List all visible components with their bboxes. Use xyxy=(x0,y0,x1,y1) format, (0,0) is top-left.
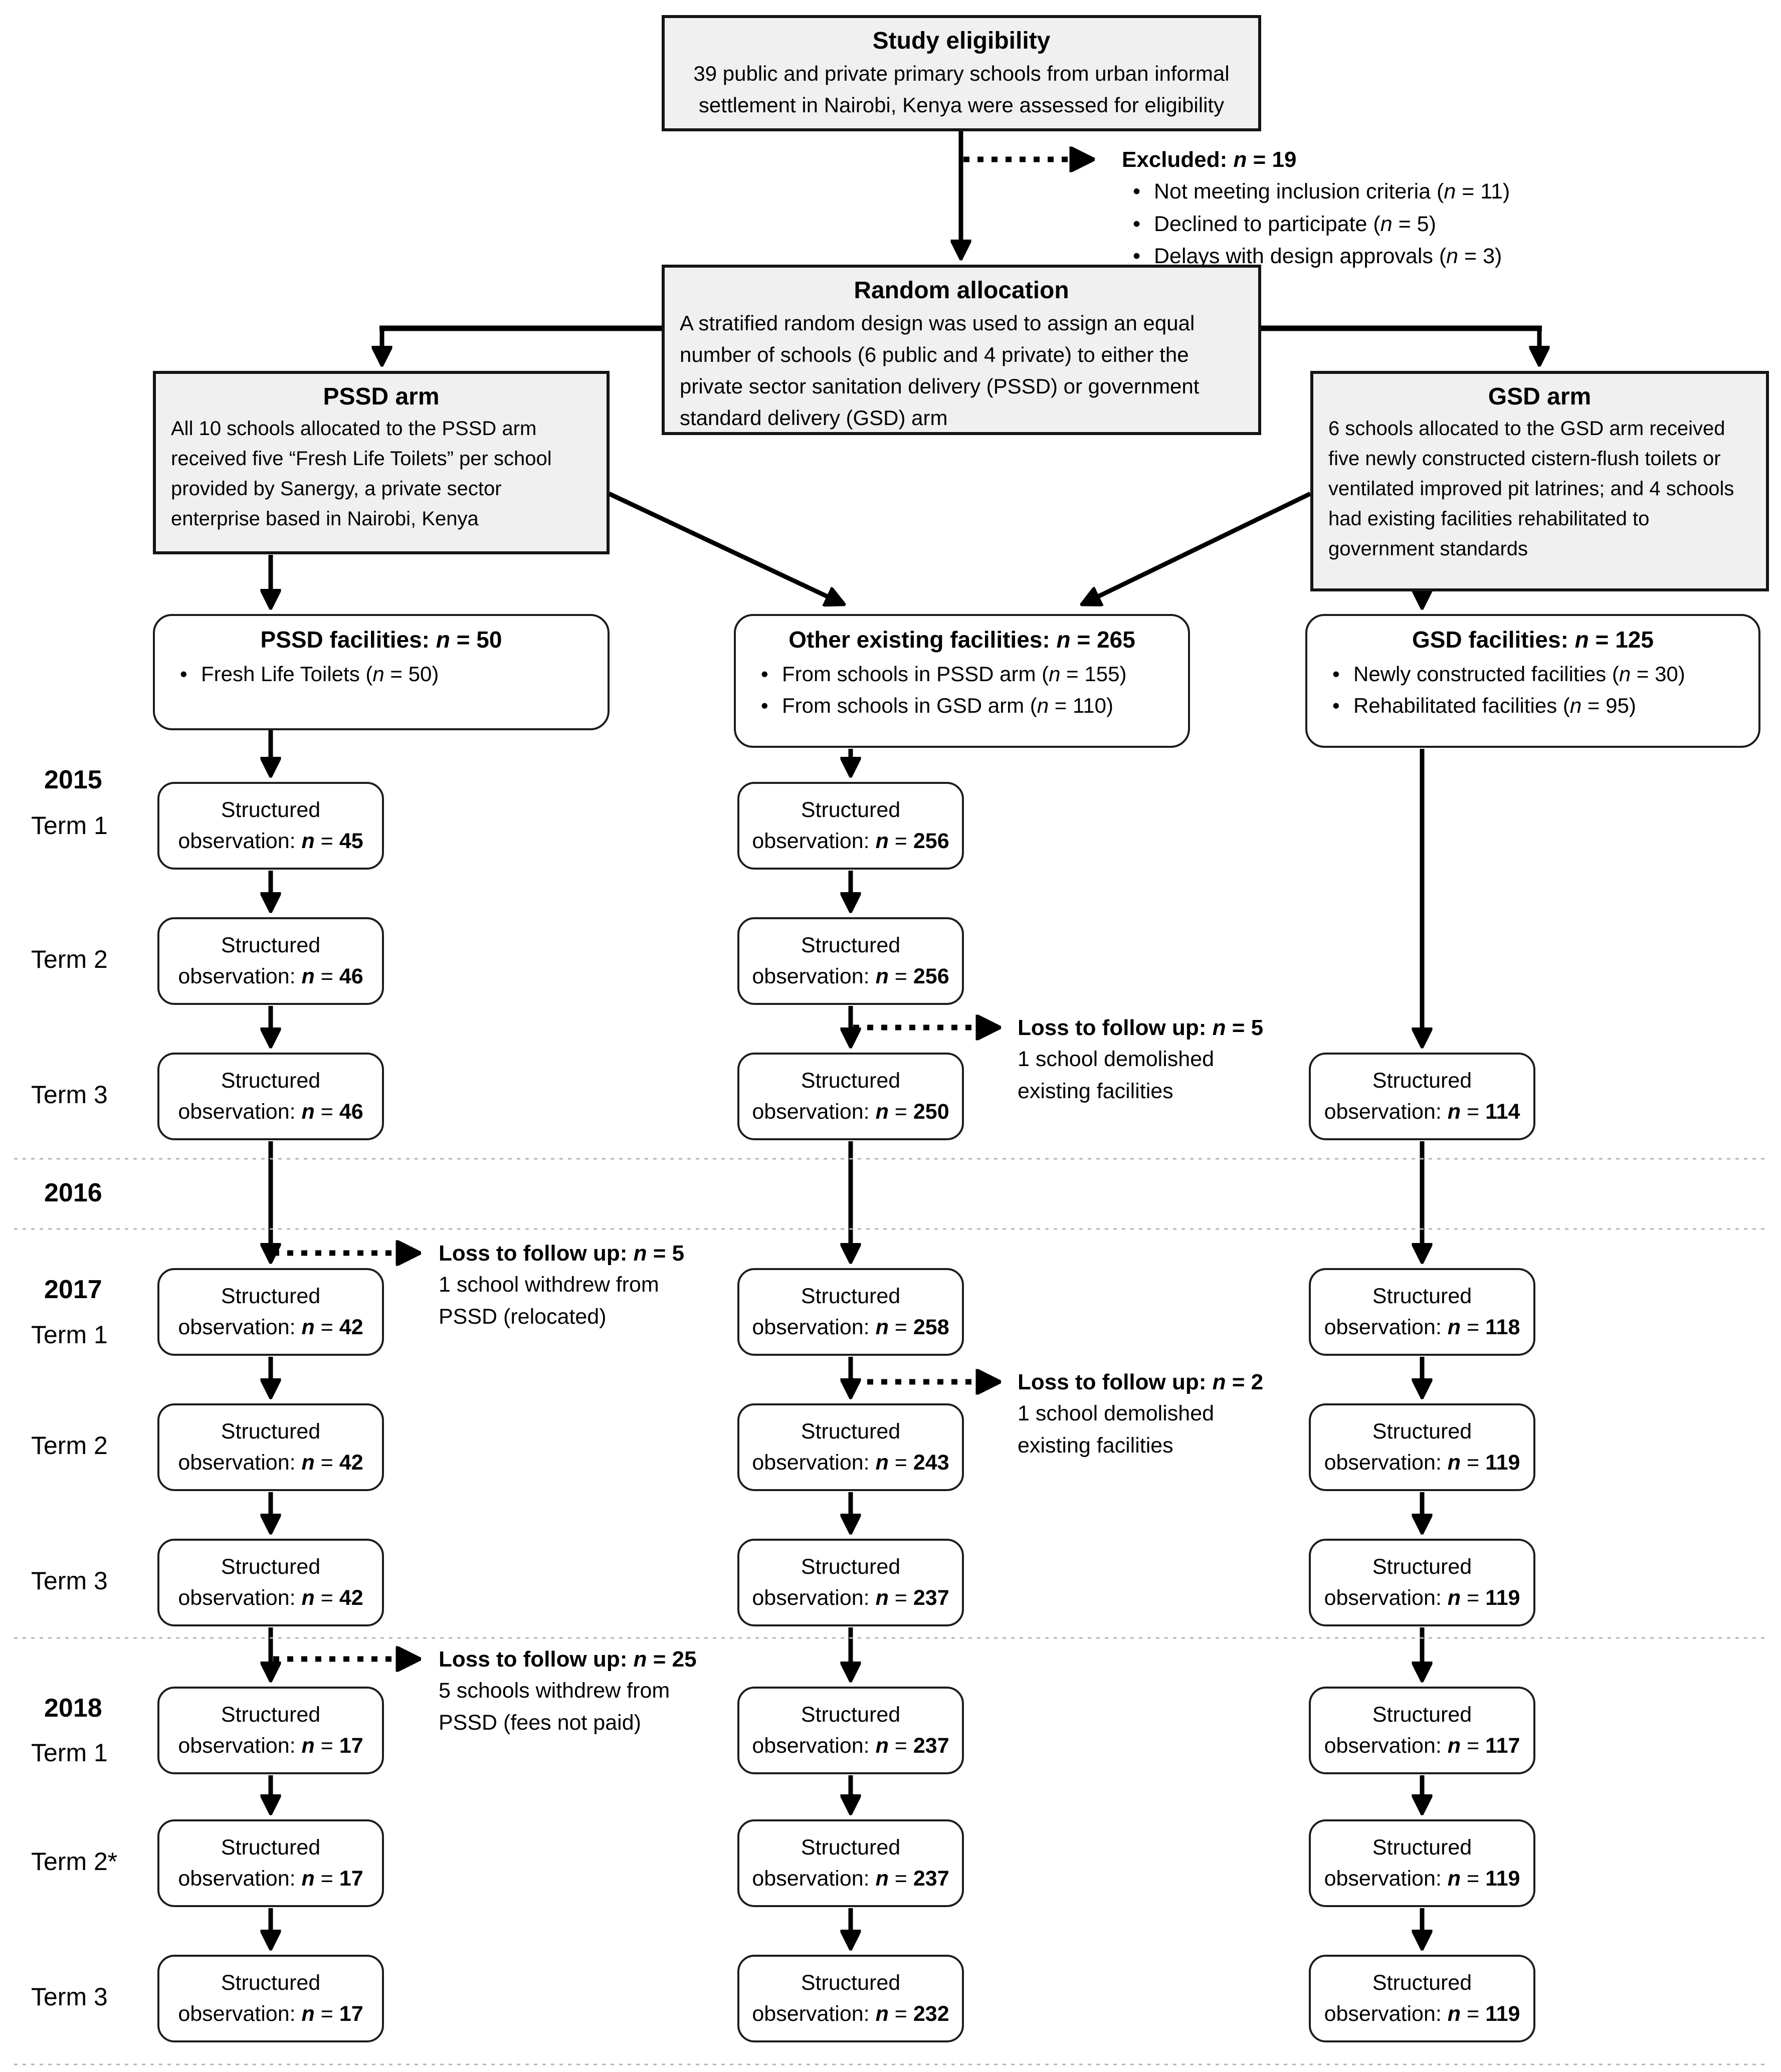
year-label-2016: 2016 xyxy=(44,1178,102,1207)
obs-box-other-2017-term3: Structured observation: n = 237 xyxy=(737,1539,964,1626)
year-label-2018: 2018 xyxy=(44,1694,102,1723)
random-allocation-title: Random allocation xyxy=(854,277,1069,304)
pssd-arm-title: PSSD arm xyxy=(323,383,440,410)
obs-box-gsd-2017-term2: Structured observation: n = 119 xyxy=(1309,1403,1535,1491)
pssd-facilities-item: Fresh Life Toilets (n = 50) xyxy=(169,658,593,690)
obs-box-other-2018-term2: Structured observation: n = 237 xyxy=(737,1819,964,1907)
term-label-2018-2: Term 2* xyxy=(31,1847,118,1876)
study-eligibility-title: Study eligibility xyxy=(872,28,1051,54)
obs-box-gsd-2015-term3: Structured observation: n = 114 xyxy=(1309,1053,1535,1140)
term-label-2015-1: Term 1 xyxy=(31,811,108,840)
obs-box-other-2015-term3: Structured observation: n = 250 xyxy=(737,1053,964,1140)
other-facilities-box: Other existing facilities: n = 265 From … xyxy=(734,614,1190,748)
loss-note-other-2015: Loss to follow up: n = 5 1 school demoli… xyxy=(1018,1015,1264,1103)
pssd-facilities-title: PSSD facilities: n = 50 xyxy=(260,627,502,653)
term-label-2017-2: Term 2 xyxy=(31,1431,108,1460)
obs-box-pssd-2015-term3: Structured observation: n = 46 xyxy=(157,1053,384,1140)
obs-box-pssd-2018-term1: Structured observation: n = 17 xyxy=(157,1687,384,1774)
year-label-2015: 2015 xyxy=(44,765,102,794)
excluded-item: Declined to participate (n = 5) xyxy=(1122,208,1510,241)
pssd-facilities-box: PSSD facilities: n = 50 Fresh Life Toile… xyxy=(153,614,610,730)
obs-box-pssd-2018-term3: Structured observation: n = 17 xyxy=(157,1955,384,2042)
other-facilities-title: Other existing facilities: n = 265 xyxy=(788,627,1135,653)
obs-box-pssd-2015-term1: Structured observation: n = 45 xyxy=(157,782,384,870)
obs-box-pssd-2015-term2: Structured observation: n = 46 xyxy=(157,917,384,1005)
random-allocation-body: A stratified random design was used to a… xyxy=(680,311,1200,430)
obs-box-other-2017-term2: Structured observation: n = 243 xyxy=(737,1403,964,1491)
year-label-2017: 2017 xyxy=(44,1275,102,1304)
term-label-2015-3: Term 3 xyxy=(31,1081,108,1109)
term-label-2017-1: Term 1 xyxy=(31,1321,108,1349)
other-facilities-item: From schools in GSD arm (n = 110) xyxy=(750,690,1174,721)
obs-box-other-2018-term3: Structured observation: n = 232 xyxy=(737,1955,964,2042)
pssd-arm-box: PSSD arm All 10 schools allocated to the… xyxy=(153,371,610,554)
gsd-facilities-box: GSD facilities: n = 125 Newly constructe… xyxy=(1305,614,1760,748)
pssd-arm-body: All 10 schools allocated to the PSSD arm… xyxy=(171,417,552,530)
gsd-arm-title: GSD arm xyxy=(1488,383,1592,410)
obs-box-other-2015-term2: Structured observation: n = 256 xyxy=(737,917,964,1005)
obs-box-pssd-2017-term1: Structured observation: n = 42 xyxy=(157,1268,384,1356)
excluded-item: Delays with design approvals (n = 3) xyxy=(1122,240,1510,273)
random-allocation-box: Random allocation A stratified random de… xyxy=(662,265,1261,435)
obs-box-other-2015-term1: Structured observation: n = 256 xyxy=(737,782,964,870)
obs-box-gsd-2018-term2: Structured observation: n = 119 xyxy=(1309,1819,1535,1907)
loss-note-pssd-2018: Loss to follow up: n = 25 5 schools with… xyxy=(439,1647,697,1735)
term-label-2018-1: Term 1 xyxy=(31,1739,108,1767)
gsd-facilities-title: GSD facilities: n = 125 xyxy=(1412,627,1654,653)
excluded-item: Not meeting inclusion criteria (n = 11) xyxy=(1122,175,1510,208)
obs-box-gsd-2017-term1: Structured observation: n = 118 xyxy=(1309,1268,1535,1356)
obs-box-pssd-2017-term2: Structured observation: n = 42 xyxy=(157,1403,384,1491)
term-label-2018-3: Term 3 xyxy=(31,1983,108,2011)
gsd-arm-body: 6 schools allocated to the GSD arm recei… xyxy=(1328,417,1734,560)
obs-box-gsd-2018-term1: Structured observation: n = 117 xyxy=(1309,1687,1535,1774)
excluded-title: Excluded: n = 19 xyxy=(1122,147,1297,172)
loss-note-pssd-2017: Loss to follow up: n = 5 1 school withdr… xyxy=(439,1241,685,1329)
obs-box-gsd-2018-term3: Structured observation: n = 119 xyxy=(1309,1955,1535,2042)
study-eligibility-body: 39 public and private primary schools fr… xyxy=(693,61,1230,117)
term-label-2015-2: Term 2 xyxy=(31,945,108,973)
obs-box-other-2017-term1: Structured observation: n = 258 xyxy=(737,1268,964,1356)
study-eligibility-box: Study eligibility 39 public and private … xyxy=(662,15,1261,131)
gsd-facilities-item: Newly constructed facilities (n = 30) xyxy=(1321,658,1744,690)
excluded-note: Excluded: n = 19 Not meeting inclusion c… xyxy=(1122,144,1510,273)
other-facilities-item: From schools in PSSD arm (n = 155) xyxy=(750,658,1174,690)
obs-box-gsd-2017-term3: Structured observation: n = 119 xyxy=(1309,1539,1535,1626)
obs-box-pssd-2017-term3: Structured observation: n = 42 xyxy=(157,1539,384,1626)
gsd-arm-box: GSD arm 6 schools allocated to the GSD a… xyxy=(1310,371,1769,591)
obs-box-pssd-2018-term2: Structured observation: n = 17 xyxy=(157,1819,384,1907)
gsd-facilities-item: Rehabilitated facilities (n = 95) xyxy=(1321,690,1744,721)
obs-box-other-2018-term1: Structured observation: n = 237 xyxy=(737,1687,964,1774)
term-label-2017-3: Term 3 xyxy=(31,1567,108,1595)
loss-note-other-2017: Loss to follow up: n = 2 1 school demoli… xyxy=(1018,1370,1264,1458)
